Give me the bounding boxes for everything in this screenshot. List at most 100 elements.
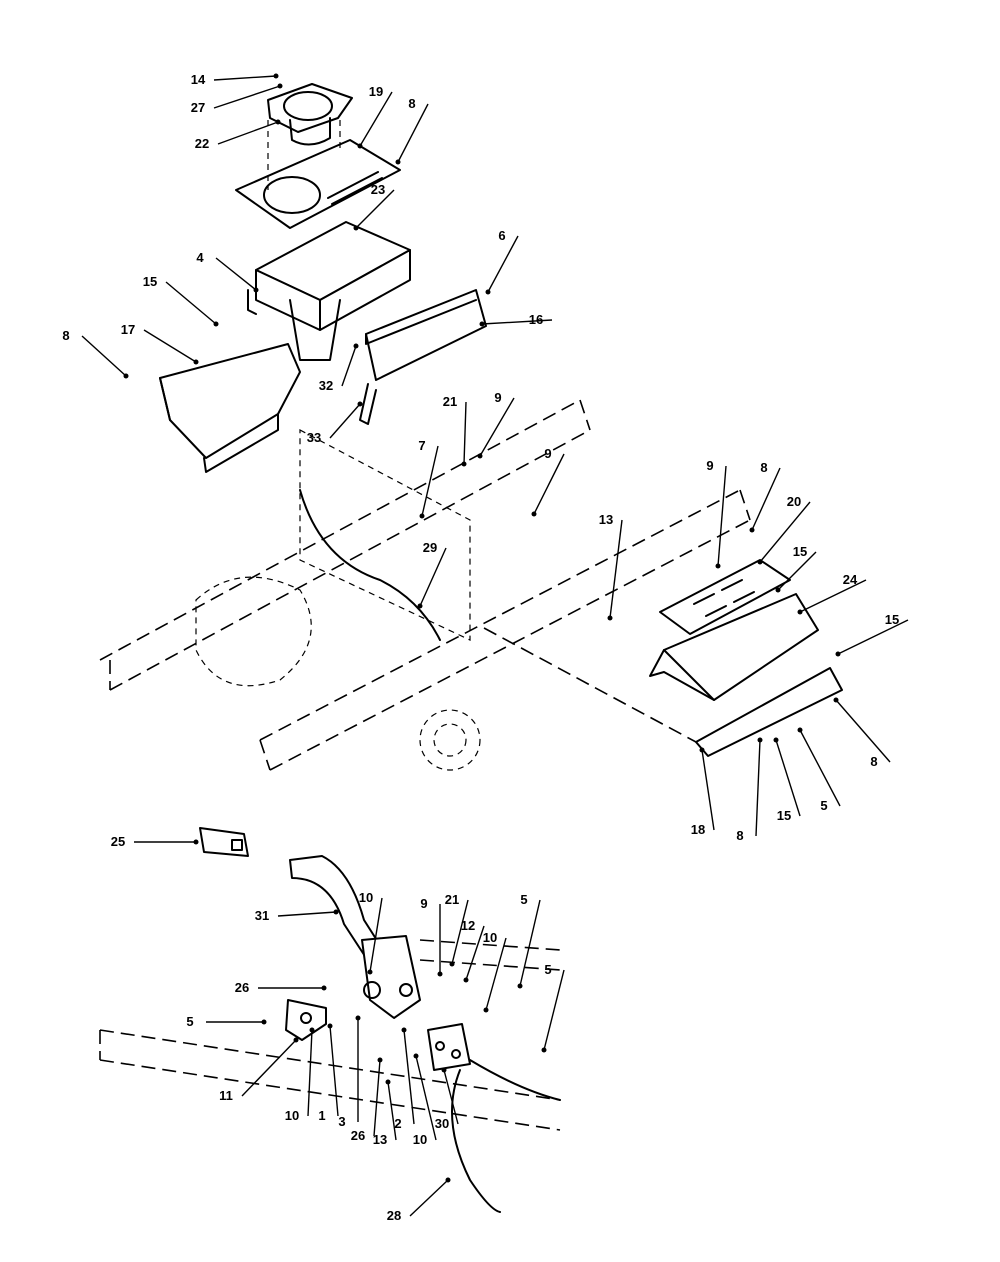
leader-end-c5_b: [541, 1047, 547, 1053]
callout-c13_b: 13: [373, 1132, 387, 1147]
callout-c21_lever: 21: [445, 892, 459, 907]
leader-c19: [359, 91, 393, 147]
leader-c13_right: [609, 519, 623, 619]
callout-c13_right: 13: [599, 512, 613, 527]
leader-end-c8_right: [749, 527, 755, 533]
leader-c28: [409, 1179, 449, 1217]
leader-c1: [329, 1025, 339, 1117]
leader-end-c9_mid: [531, 511, 537, 517]
callout-c9_top: 9: [494, 390, 501, 405]
leader-end-c16: [479, 321, 485, 327]
cable-28: [451, 1059, 561, 1213]
leader-end-c13_b: [385, 1079, 391, 1085]
leader-end-c22: [275, 119, 281, 125]
callout-c10_a: 10: [359, 890, 373, 905]
plate-19: [235, 120, 401, 229]
callout-c24: 24: [843, 572, 858, 587]
callout-c19: 19: [369, 84, 383, 99]
leader-c10_a: [369, 897, 383, 973]
callout-c22: 22: [195, 136, 209, 151]
leader-end-c5_bottom: [797, 727, 803, 733]
leader-end-c14: [273, 73, 279, 79]
callout-c15_left: 15: [143, 274, 157, 289]
leader-end-c30: [441, 1067, 447, 1073]
callout-c3: 3: [338, 1114, 345, 1129]
cable-29: [299, 489, 441, 641]
callout-c29: 29: [423, 540, 437, 555]
leader-end-c31: [333, 909, 339, 915]
knob-25: [199, 827, 249, 857]
plate-11: [285, 999, 327, 1041]
leader-c21_lever: [451, 899, 469, 965]
leader-end-c15_bottom: [773, 737, 779, 743]
leader-end-c10_c: [309, 1027, 315, 1033]
leader-end-c27: [277, 83, 283, 89]
plate-20: [659, 559, 791, 635]
leader-end-c26_b: [377, 1057, 383, 1063]
leader-c32: [341, 345, 357, 387]
leader-c31: [277, 911, 337, 917]
leader-end-c9_lever: [437, 971, 443, 977]
callout-c9_mid: 9: [544, 446, 551, 461]
leader-end-c13_right: [607, 615, 613, 621]
leader-end-c33: [357, 401, 363, 407]
callout-c21_top: 21: [443, 394, 457, 409]
callout-c9_lever: 9: [420, 896, 427, 911]
callout-c26_b: 26: [351, 1128, 365, 1143]
leader-c2: [403, 1029, 415, 1125]
leader-c26_b: [373, 1059, 381, 1137]
leader-c21_top: [463, 401, 467, 465]
leader-end-c8_top: [395, 159, 401, 165]
leader-c8_top: [397, 103, 429, 163]
leader-c12: [465, 925, 485, 981]
callout-c23: 23: [371, 182, 385, 197]
leader-end-c11: [293, 1037, 299, 1043]
leader-c15_far: [837, 619, 909, 655]
panel-16: [365, 289, 487, 381]
leader-c8_right: [751, 467, 781, 531]
callout-c12: 12: [461, 918, 475, 933]
leader-c27: [213, 85, 281, 109]
leader-end-c24: [797, 609, 803, 615]
leader-end-c1: [327, 1023, 333, 1029]
leader-end-c9_top: [477, 453, 483, 459]
leader-end-c19: [357, 143, 363, 149]
callout-c6: 6: [498, 228, 505, 243]
grommet-22: [267, 83, 353, 146]
frame-rails: [99, 399, 751, 771]
leader-end-c4: [253, 287, 259, 293]
callout-c5_bottom: 5: [820, 798, 827, 813]
callout-c8_left: 8: [62, 328, 69, 343]
callout-c20: 20: [787, 494, 801, 509]
leader-end-c8_left: [123, 373, 129, 379]
leader-end-c10_d: [413, 1053, 419, 1059]
leader-c24: [799, 579, 867, 613]
callout-c5_a: 5: [520, 892, 527, 907]
leader-c8_left: [81, 335, 127, 377]
leader-end-c15_left: [213, 321, 219, 327]
leader-c8_bottom: [755, 739, 761, 837]
callout-c2: 2: [394, 1116, 401, 1131]
leader-c22: [217, 121, 279, 145]
callout-c5_c: 5: [186, 1014, 193, 1029]
callout-c31: 31: [255, 908, 269, 923]
callout-c27: 27: [191, 100, 205, 115]
callout-c14: 14: [191, 72, 206, 87]
leader-end-c18: [699, 747, 705, 753]
leader-c8_far: [835, 699, 891, 763]
leader-end-c6: [485, 289, 491, 295]
leader-c13_b: [387, 1081, 397, 1141]
leader-end-c32: [353, 343, 359, 349]
callout-c33: 33: [307, 430, 321, 445]
leader-c14: [213, 75, 277, 81]
leader-c17: [143, 329, 197, 363]
leader-c5_a: [519, 899, 541, 987]
callout-c1: 1: [318, 1108, 325, 1123]
leader-end-c21_lever: [449, 961, 455, 967]
pivot-bracket: [361, 935, 421, 1019]
callout-c15_right: 15: [793, 544, 807, 559]
callout-c10_d: 10: [413, 1132, 427, 1147]
callout-c7: 7: [418, 438, 425, 453]
callout-c8_top: 8: [408, 96, 415, 111]
